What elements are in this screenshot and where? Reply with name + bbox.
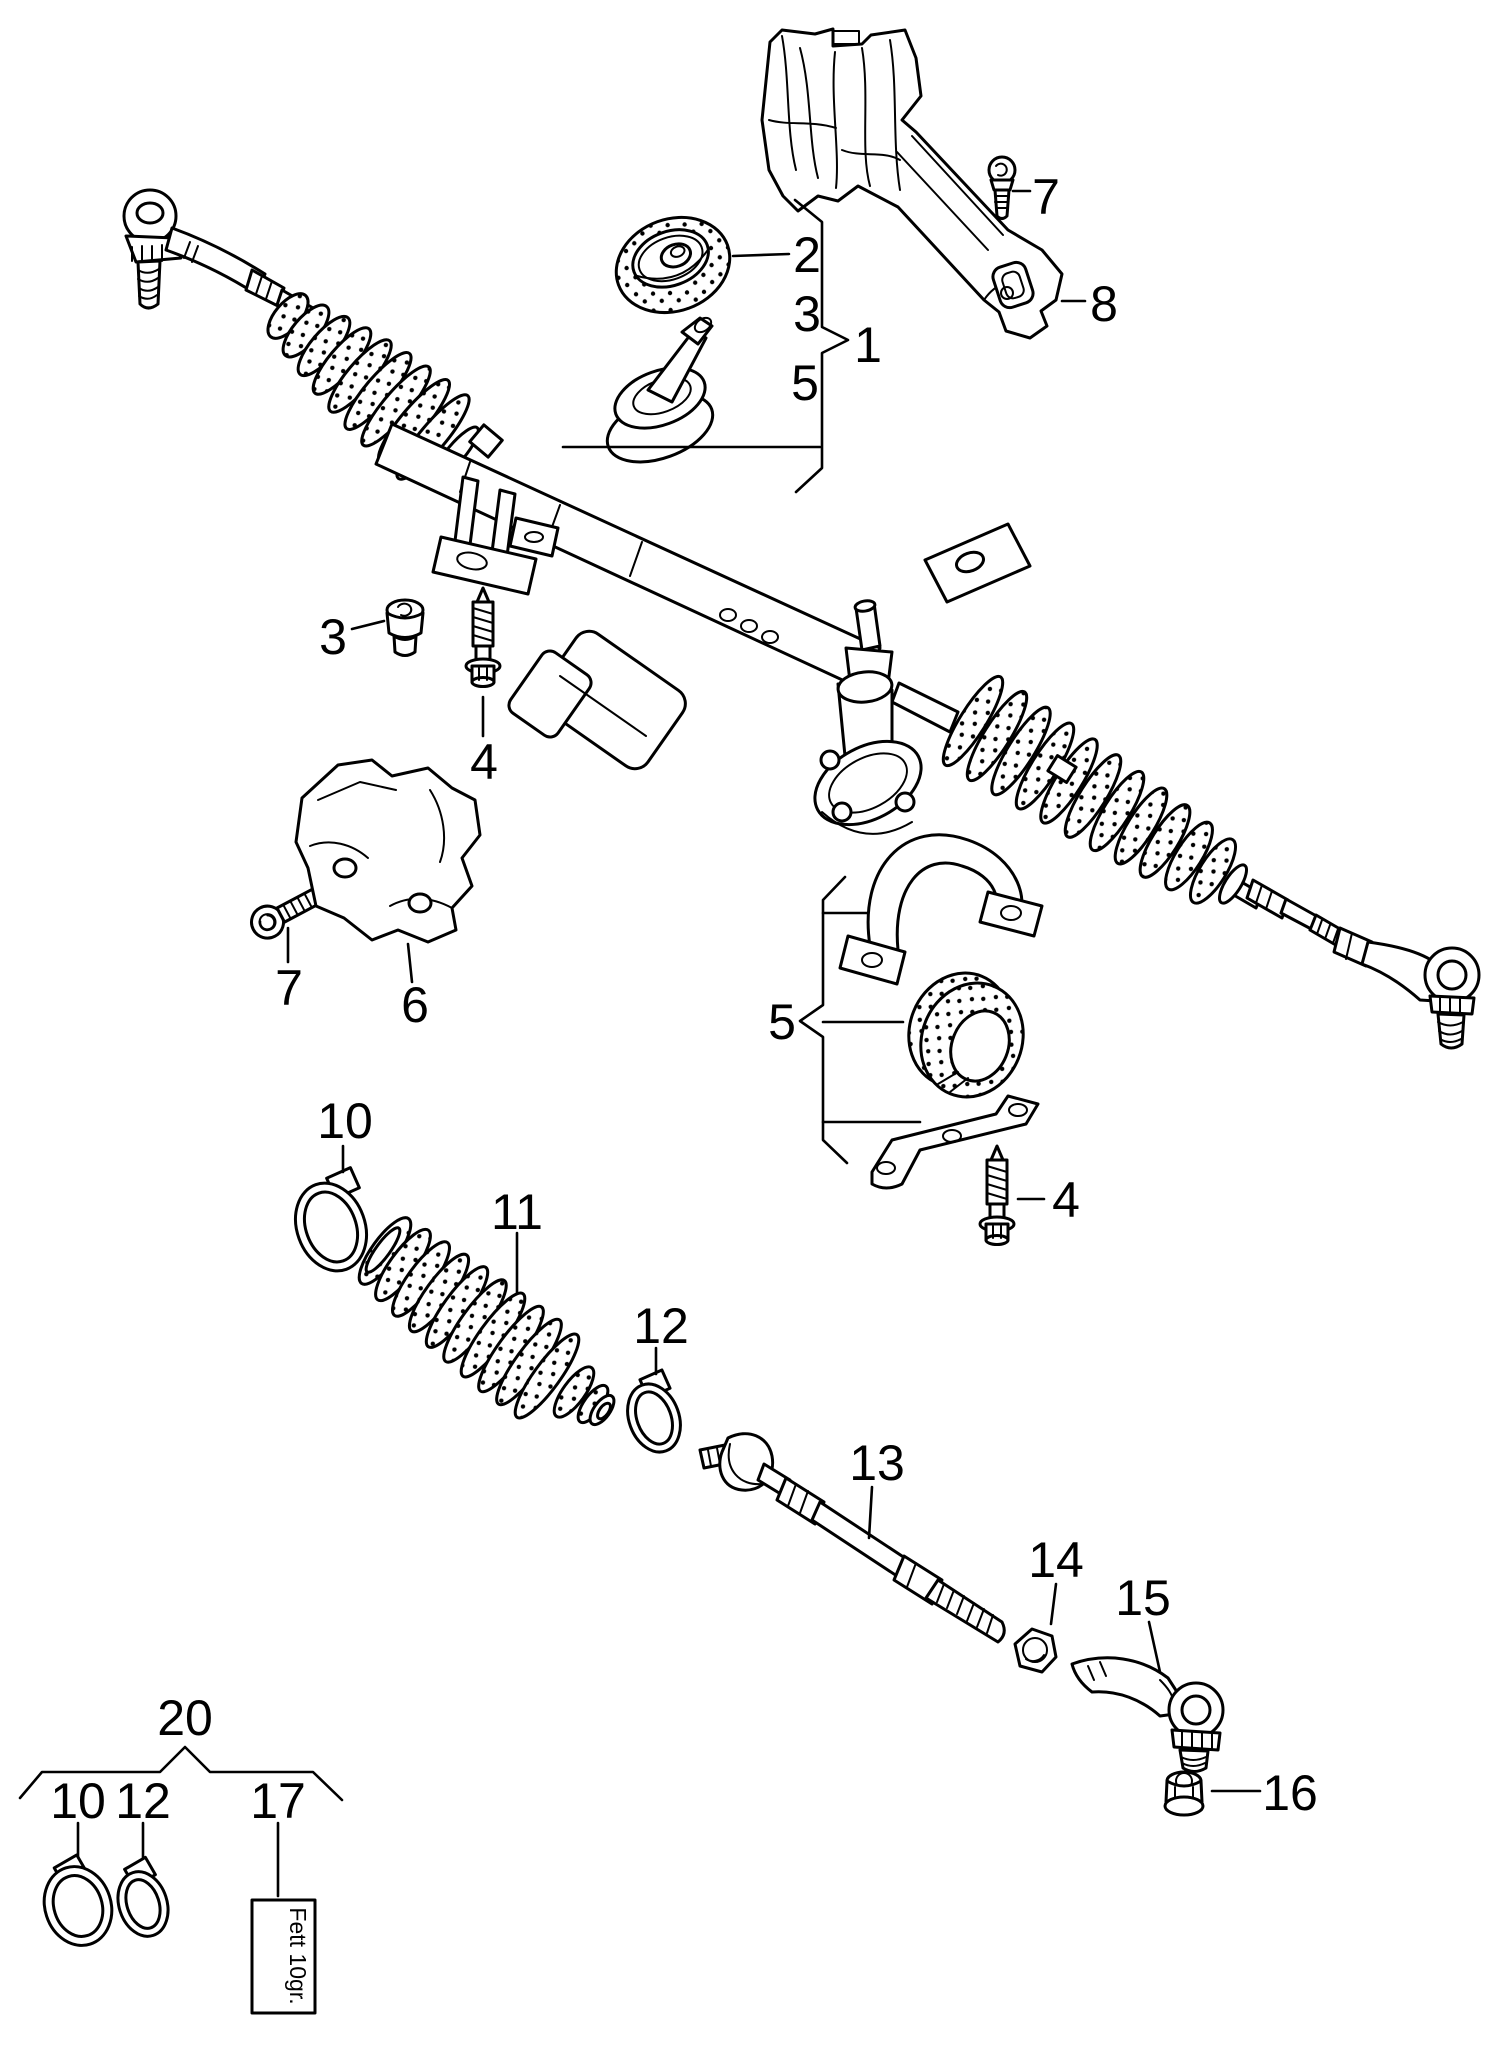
leader-3-cap — [350, 619, 386, 631]
callout-20: 20 — [157, 1690, 213, 1746]
callout-7-left: 7 — [275, 960, 303, 1016]
screw-part-4-left — [464, 586, 502, 688]
heat-shield-screw — [987, 155, 1017, 220]
screw-part-4-right — [978, 1144, 1016, 1246]
nut-part-14 — [1013, 1627, 1058, 1674]
rack-boot-right — [941, 674, 1264, 910]
bracket-kit-20 — [18, 1745, 344, 1802]
callout-2: 2 — [793, 227, 821, 283]
boot-part-11 — [357, 1216, 616, 1427]
callout-11: 11 — [491, 1184, 543, 1240]
bracket-assembly-1 — [793, 198, 850, 494]
kit-clamp-12 — [116, 1855, 170, 1938]
callout-13: 13 — [849, 1435, 905, 1491]
callout-12: 12 — [633, 1298, 689, 1354]
clamp-part-12 — [626, 1368, 682, 1454]
heat-shield-part — [760, 27, 1064, 340]
callouts-layer: 2 3 5 1 3 4 7 8 7 6 5 4 10 11 12 13 14 1… — [50, 169, 1318, 1829]
grommet-part-2 — [614, 215, 732, 315]
steering-column-shaft — [605, 316, 715, 464]
grease-box-label: Fett 10gr. — [285, 1907, 311, 2004]
clamp-part-10 — [294, 1166, 368, 1273]
steering-gear-housing — [374, 422, 1032, 771]
callout-15: 15 — [1115, 1570, 1171, 1626]
mount-strap-part-5 — [870, 1094, 1040, 1190]
bracket-group-5 — [798, 875, 849, 1165]
kit-grease-box: Fett 10gr. — [250, 1898, 317, 2015]
leader-14 — [1049, 1582, 1058, 1626]
leader-15 — [1147, 1620, 1162, 1674]
callout-1: 1 — [854, 317, 882, 373]
callout-7-top: 7 — [1032, 169, 1060, 225]
callout-3: 3 — [319, 609, 347, 665]
callout-kit-17: 17 — [250, 1773, 306, 1829]
callout-16: 16 — [1262, 1765, 1318, 1821]
cap-part-3 — [385, 598, 425, 657]
callout-8: 8 — [1090, 276, 1118, 332]
tie-rod-end-part-15 — [1070, 1656, 1225, 1773]
callout-5: 5 — [768, 994, 796, 1050]
kit-clamp-10 — [42, 1853, 114, 1947]
callout-5-group: 5 — [791, 355, 819, 411]
callout-kit-12: 12 — [115, 1773, 171, 1829]
callout-3-group: 3 — [793, 286, 821, 342]
pinion-assembly — [813, 599, 960, 835]
leader-2 — [731, 252, 791, 258]
callout-4-right: 4 — [1052, 1172, 1080, 1228]
bracket-part-6 — [294, 758, 482, 944]
callout-14: 14 — [1028, 1532, 1084, 1588]
leader-13 — [867, 1485, 874, 1540]
callout-kit-10: 10 — [50, 1773, 106, 1829]
right-tie-rod-end — [1245, 878, 1481, 1050]
mount-clamp-part-5 — [838, 833, 1044, 986]
leader-6 — [406, 942, 414, 984]
nut-part-16 — [1163, 1770, 1205, 1817]
callout-6: 6 — [401, 977, 429, 1033]
callout-10: 10 — [317, 1093, 373, 1149]
rack-bushing-part-5 — [907, 971, 1025, 1099]
inner-tie-rod-part-13 — [698, 1432, 1006, 1644]
callout-4-left: 4 — [470, 734, 498, 790]
